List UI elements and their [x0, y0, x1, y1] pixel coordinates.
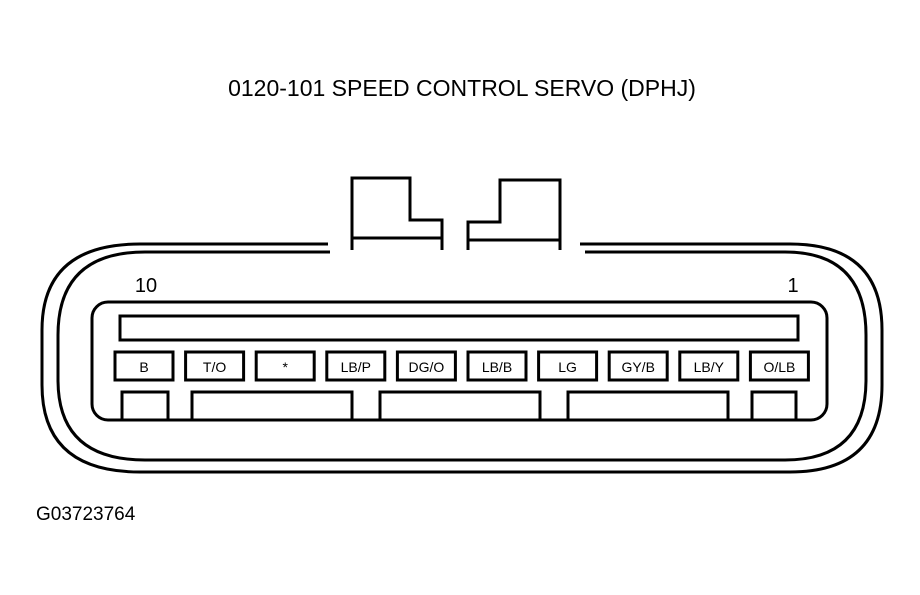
pin-cavity: LG [537, 350, 599, 382]
pin-wire-color-label: LB/B [482, 359, 512, 375]
pin-cavities: B T/O * LB/P DG/O LB/B LG GY/B LB/Y O/LB [113, 350, 810, 382]
pin-cavity-box [184, 350, 246, 382]
pin-10-marker: 10 [135, 275, 157, 297]
pin-cavity-box [537, 350, 599, 382]
pin-cavity-box [113, 350, 175, 382]
pin-cavity: GY/B [607, 350, 669, 382]
connector-bottom-keys [120, 390, 798, 420]
connector-shell [40, 242, 884, 474]
pin-wire-color-label: LB/P [341, 359, 371, 375]
pin-cavity: O/LB [748, 350, 810, 382]
pin-wire-color-label: B [139, 359, 148, 375]
pin-1-marker: 1 [787, 275, 798, 297]
pin-cavity: * [254, 350, 316, 382]
pin-cavity: LB/Y [678, 350, 740, 382]
pin-wire-color-label: T/O [203, 359, 226, 375]
pin-cavity: DG/O [395, 350, 457, 382]
pin-wire-color-label: O/LB [763, 359, 795, 375]
pin-wire-color-label: LG [558, 359, 577, 375]
connector-body [90, 300, 829, 422]
pin-cavity: B [113, 350, 175, 382]
pin-wire-color-label: DG/O [409, 359, 445, 375]
pin-cavity: LB/B [466, 350, 528, 382]
pin-cavity-box [748, 350, 810, 382]
diagram-title: 0120-101 SPEED CONTROL SERVO (DPHJ) [228, 75, 696, 101]
pin-wire-color-label: LB/Y [694, 359, 725, 375]
locking-tabs [350, 176, 562, 250]
pin-cavity-box [607, 350, 669, 382]
pin-cavity-box [325, 350, 387, 382]
pin-cavity-box [466, 350, 528, 382]
pin-wire-color-label: * [282, 359, 288, 375]
connector-top-slot [118, 314, 800, 342]
pin-cavity-box [254, 350, 316, 382]
pin-cavity-box [395, 350, 457, 382]
figure-id: G03723764 [36, 504, 136, 525]
pin-wire-color-label: GY/B [621, 359, 654, 375]
pin-cavity: LB/P [325, 350, 387, 382]
pin-cavity: T/O [184, 350, 246, 382]
pin-cavity-box [678, 350, 740, 382]
